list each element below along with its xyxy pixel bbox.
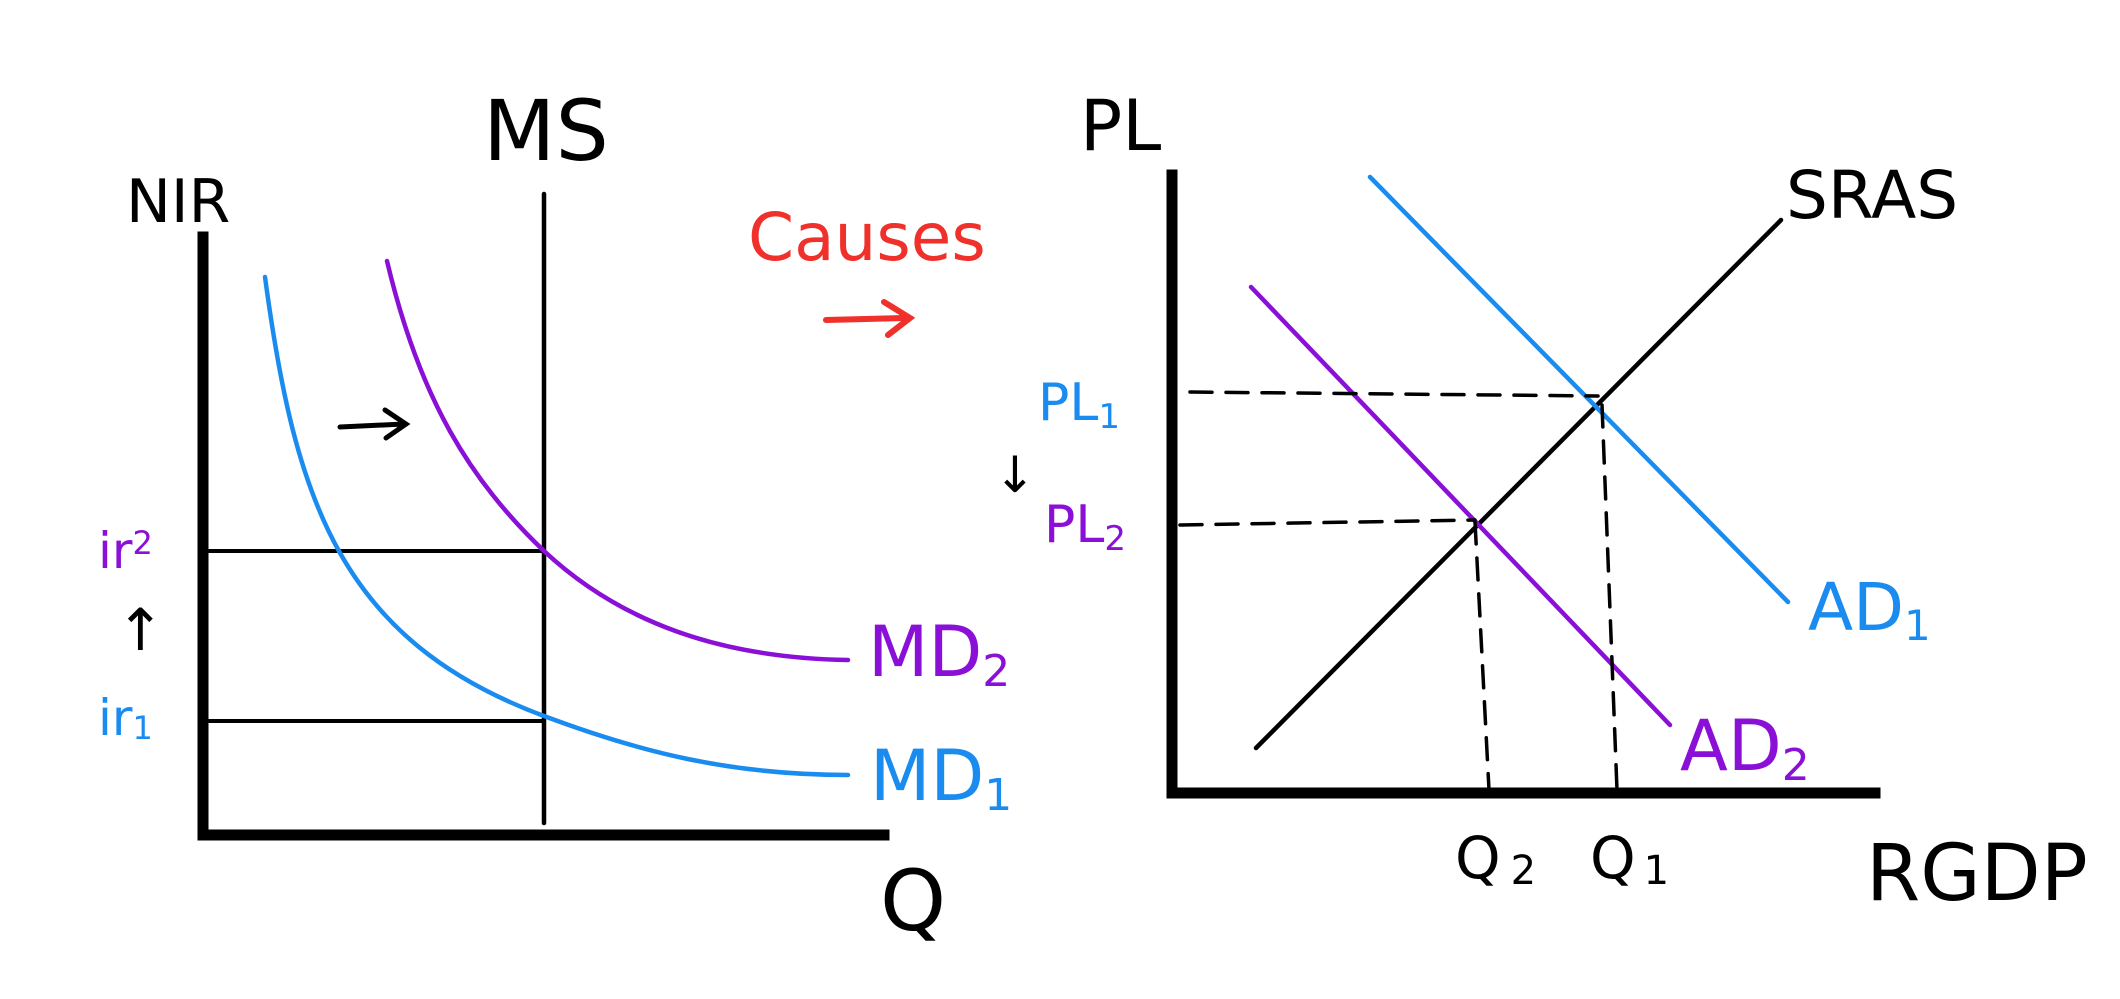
ad2-label: AD2	[1680, 705, 1810, 791]
ad-new-line	[1248, 284, 1673, 728]
ir2-label: ir2	[98, 522, 153, 580]
causes-label: Causes	[748, 199, 986, 276]
ms-label: MS	[483, 82, 609, 180]
nir-axis-label: NIR	[126, 167, 230, 237]
md2-label: MD2	[868, 611, 1010, 697]
ad-initial-line	[1367, 174, 1791, 605]
q1-guide-line	[1600, 403, 1619, 792]
pl-axis-label: PL	[1080, 85, 1161, 167]
pl2-guide-line	[1178, 518, 1477, 527]
sras-label: SRAS	[1786, 157, 1958, 234]
md1-label: MD1	[870, 735, 1012, 821]
ad1-label: AD1	[1808, 569, 1931, 650]
ad-as-axes	[1166, 169, 1881, 799]
demand-shift-arrow-icon	[337, 407, 411, 441]
q2-guide-line	[1473, 520, 1491, 792]
pl1-guide-line	[1188, 390, 1600, 398]
pl1-label: PL1	[1038, 373, 1120, 437]
price-down-arrow-icon: ↓	[994, 446, 1036, 504]
causes-arrow-icon	[823, 299, 916, 338]
q-axis-label: Q	[880, 852, 946, 950]
causes-connector: Causes	[748, 199, 986, 338]
money-market-graph: NIR MS Q MD2 MD1 ir2 ↑ ir1	[98, 82, 1012, 950]
rgdp-axis-label: RGDP	[1866, 829, 2088, 919]
rate-up-arrow-icon: ↑	[116, 596, 165, 664]
pl2-label: PL2	[1044, 495, 1126, 559]
money-demand-new-curve	[384, 258, 851, 663]
money-market-axes	[197, 231, 890, 841]
money-demand-initial-curve	[262, 274, 851, 778]
ir1-label: ir1	[98, 689, 153, 747]
sras-line	[1253, 217, 1784, 751]
